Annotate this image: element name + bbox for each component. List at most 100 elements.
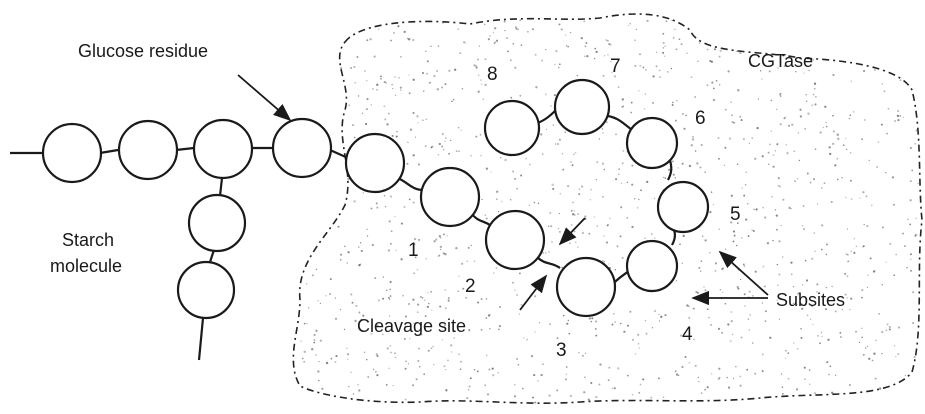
stipple-dot bbox=[790, 208, 792, 210]
stipple-dot bbox=[761, 302, 763, 304]
stipple-dot bbox=[430, 291, 432, 293]
stipple-dot bbox=[622, 150, 625, 152]
stipple-dot bbox=[355, 304, 358, 307]
stipple-dot bbox=[631, 338, 635, 341]
glucose-residue bbox=[484, 209, 546, 271]
stipple-dot bbox=[436, 88, 439, 91]
stipple-dot bbox=[362, 314, 365, 317]
stipple-dot bbox=[634, 197, 636, 200]
stipple-dot bbox=[560, 28, 563, 31]
stipple-dot bbox=[796, 178, 799, 180]
stipple-dot bbox=[700, 260, 703, 263]
stipple-dot bbox=[383, 195, 386, 197]
stipple-dot bbox=[388, 315, 391, 317]
stipple-dot bbox=[419, 322, 422, 325]
stipple-dot bbox=[828, 373, 831, 376]
stipple-dot bbox=[735, 244, 738, 247]
stipple-dot bbox=[688, 316, 691, 319]
stipple-dot bbox=[853, 251, 856, 254]
stipple-dot bbox=[486, 354, 488, 357]
stipple-dot bbox=[581, 231, 585, 235]
stipple-dot bbox=[709, 59, 712, 63]
stipple-dot bbox=[384, 118, 387, 121]
stipple-dot bbox=[757, 98, 760, 100]
stipple-dot bbox=[832, 114, 834, 117]
stipple-dot bbox=[367, 376, 370, 378]
stipple-dot bbox=[339, 253, 343, 256]
stipple-dot bbox=[352, 393, 355, 395]
stipple-dot bbox=[751, 137, 754, 139]
stipple-dot bbox=[389, 195, 393, 198]
stipple-dot bbox=[912, 291, 915, 294]
stipple-dot bbox=[330, 357, 333, 360]
stipple-dot bbox=[849, 179, 852, 182]
stipple-dot bbox=[566, 184, 570, 188]
stipple-dot bbox=[510, 96, 513, 99]
stipple-dot bbox=[455, 247, 458, 250]
glucose-residue bbox=[117, 119, 179, 181]
stipple-dot bbox=[473, 369, 476, 371]
stipple-dot bbox=[692, 135, 695, 138]
stipple-dot bbox=[764, 216, 767, 219]
stipple-dot bbox=[504, 158, 507, 162]
stipple-dot bbox=[790, 273, 793, 276]
stipple-dot bbox=[664, 177, 667, 179]
stipple-dot bbox=[584, 376, 586, 379]
stipple-dot bbox=[442, 148, 445, 151]
glucose-residue bbox=[192, 118, 254, 180]
stipple-dot bbox=[698, 42, 701, 44]
stipple-dot bbox=[406, 162, 409, 165]
stipple-dot bbox=[804, 259, 807, 262]
stipple-dot bbox=[408, 38, 411, 41]
stipple-dot bbox=[590, 320, 593, 323]
stipple-dot bbox=[339, 308, 342, 311]
stipple-dot bbox=[514, 289, 516, 291]
stipple-dot bbox=[350, 66, 353, 69]
stipple-dot bbox=[690, 76, 693, 79]
stipple-dot bbox=[549, 323, 552, 326]
glucose-residue bbox=[271, 117, 333, 179]
stipple-dot bbox=[697, 376, 699, 379]
stipple-dot bbox=[358, 311, 361, 314]
stipple-dot bbox=[363, 69, 366, 72]
stipple-dot bbox=[743, 194, 746, 197]
stipple-dot bbox=[777, 284, 779, 286]
stipple-dot bbox=[849, 151, 852, 154]
stipple-dot bbox=[742, 51, 745, 53]
stipple-dot bbox=[714, 48, 716, 51]
stipple-dot bbox=[394, 76, 396, 78]
stipple-dot bbox=[386, 289, 388, 292]
stipple-dot bbox=[626, 217, 628, 219]
stipple-dot bbox=[408, 92, 411, 95]
stipple-dot bbox=[644, 237, 646, 239]
stipple-dot bbox=[704, 239, 707, 242]
stipple-dot bbox=[865, 347, 867, 349]
stipple-dot bbox=[553, 94, 556, 97]
stipple-dot bbox=[699, 166, 702, 169]
stipple-dot bbox=[904, 245, 906, 247]
stipple-dot bbox=[718, 84, 721, 86]
stipple-dot bbox=[704, 388, 706, 391]
stipple-dot bbox=[403, 206, 406, 208]
stipple-dot bbox=[476, 370, 479, 373]
stipple-dot bbox=[694, 96, 697, 98]
stipple-dot bbox=[300, 340, 302, 342]
stipple-dot bbox=[353, 65, 356, 69]
stipple-dot bbox=[607, 39, 609, 42]
stipple-dot bbox=[533, 295, 537, 298]
stipple-dot bbox=[513, 395, 517, 398]
stipple-dot bbox=[453, 337, 455, 339]
subsite-number-5: 5 bbox=[730, 204, 741, 225]
stipple-dot bbox=[478, 74, 480, 76]
stipple-dot bbox=[313, 333, 316, 337]
stipple-dot bbox=[581, 354, 584, 357]
stipple-dot bbox=[389, 345, 392, 347]
stipple-dot bbox=[855, 245, 858, 248]
stipple-dot bbox=[551, 241, 553, 243]
stipple-dot bbox=[749, 314, 751, 316]
stipple-dot bbox=[556, 337, 559, 340]
glucose-residue bbox=[625, 239, 679, 293]
stipple-dot bbox=[643, 108, 646, 110]
stipple-dot bbox=[638, 198, 640, 201]
stipple-dot bbox=[730, 194, 733, 197]
